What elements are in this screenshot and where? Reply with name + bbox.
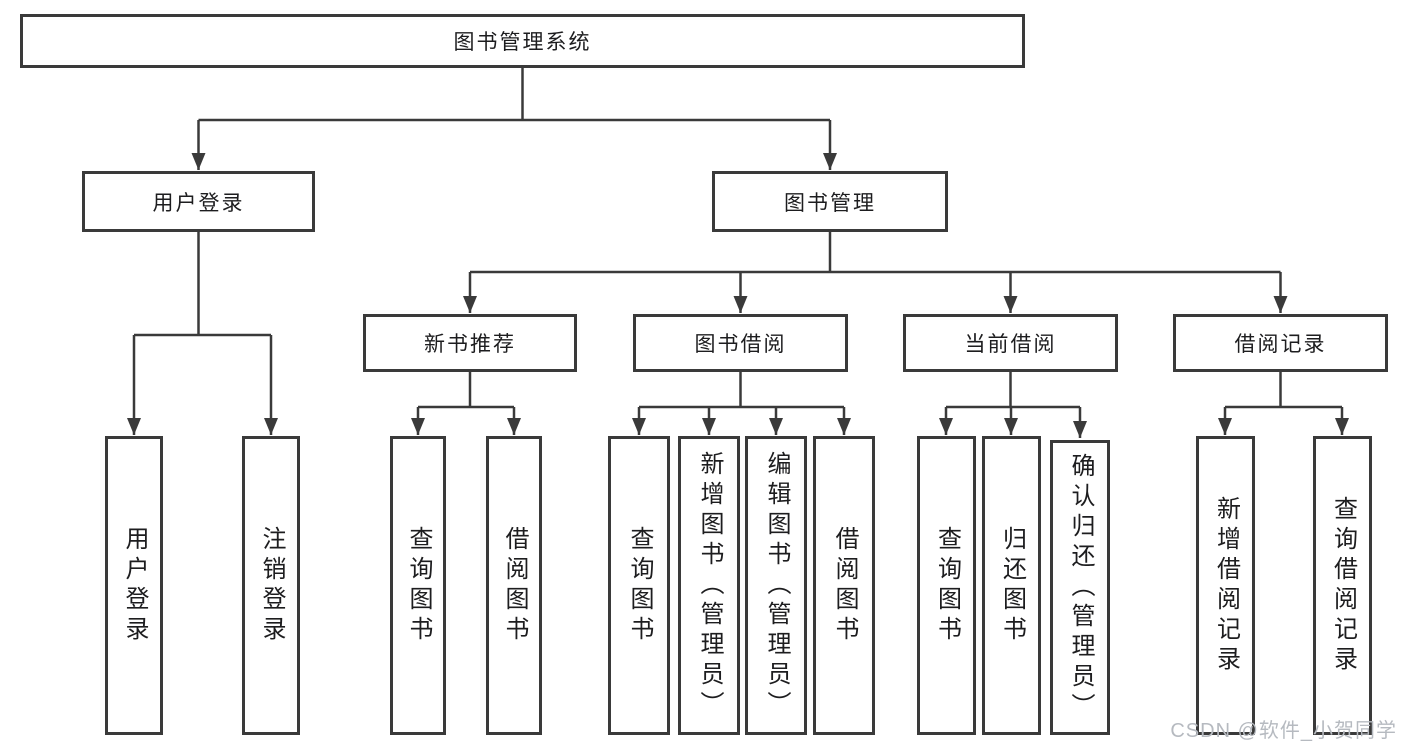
leaf-return-books: 归还图书 <box>982 436 1041 735</box>
node-new-book-recommendation: 新书推荐 <box>363 314 577 372</box>
leaf-query-books-recommend: 查询图书 <box>390 436 446 735</box>
node-book-borrowing-label: 图书借阅 <box>694 333 787 356</box>
leaf-add-borrow-record-label: 新增借阅记录 <box>1212 495 1240 676</box>
node-user-login: 用户登录 <box>82 171 315 232</box>
leaf-query-books-borrowing: 查询图书 <box>608 436 670 735</box>
leaf-borrow-books-recommend-label: 借阅图书 <box>501 525 528 646</box>
leaf-logout-label: 注销登录 <box>258 525 285 646</box>
node-root: 图书管理系统 <box>20 14 1025 68</box>
leaf-query-borrow-record: 查询借阅记录 <box>1313 436 1372 735</box>
leaf-user-login: 用户登录 <box>105 436 163 735</box>
csdn-watermark: CSDN @软件_小贺同学 <box>1170 720 1397 742</box>
leaf-borrow-books-recommend: 借阅图书 <box>486 436 542 735</box>
leaf-query-books-recommend-label: 查询图书 <box>405 525 432 646</box>
node-borrowing-records-label: 借阅记录 <box>1234 333 1327 356</box>
leaf-return-books-label: 归还图书 <box>998 525 1026 646</box>
node-current-borrowing: 当前借阅 <box>903 314 1118 372</box>
node-current-borrowing-label: 当前借阅 <box>964 333 1057 356</box>
node-new-book-recommendation-label: 新书推荐 <box>424 333 516 356</box>
node-book-management: 图书管理 <box>712 171 948 232</box>
leaf-add-borrow-record: 新增借阅记录 <box>1196 436 1255 735</box>
node-book-borrowing: 图书借阅 <box>633 314 848 372</box>
leaf-borrow-books-borrowing-label: 借阅图书 <box>831 525 858 646</box>
leaf-user-login-label: 用户登录 <box>121 525 148 646</box>
leaf-edit-book-admin: 编辑图书（管理员） <box>745 436 807 735</box>
node-borrowing-records: 借阅记录 <box>1173 314 1388 372</box>
leaf-add-book-admin-label: 新增图书（管理员） <box>696 450 723 721</box>
node-root-label: 图书管理系统 <box>453 31 592 54</box>
leaf-confirm-return-admin: 确认归还（管理员） <box>1050 440 1110 735</box>
leaf-query-books-borrowing-label: 查询图书 <box>626 525 653 646</box>
node-book-management-label: 图书管理 <box>784 191 876 215</box>
leaf-edit-book-admin-label: 编辑图书（管理员） <box>763 450 790 721</box>
leaf-query-books-current: 查询图书 <box>917 436 976 735</box>
leaf-add-book-admin: 新增图书（管理员） <box>678 436 740 735</box>
leaf-query-borrow-record-label: 查询借阅记录 <box>1329 495 1357 676</box>
leaf-confirm-return-admin-label: 确认归还（管理员） <box>1067 452 1094 723</box>
node-user-login-label: 用户登录 <box>152 191 245 215</box>
leaf-query-books-current-label: 查询图书 <box>933 525 961 646</box>
leaf-borrow-books-borrowing: 借阅图书 <box>813 436 875 735</box>
leaf-logout: 注销登录 <box>242 436 300 735</box>
